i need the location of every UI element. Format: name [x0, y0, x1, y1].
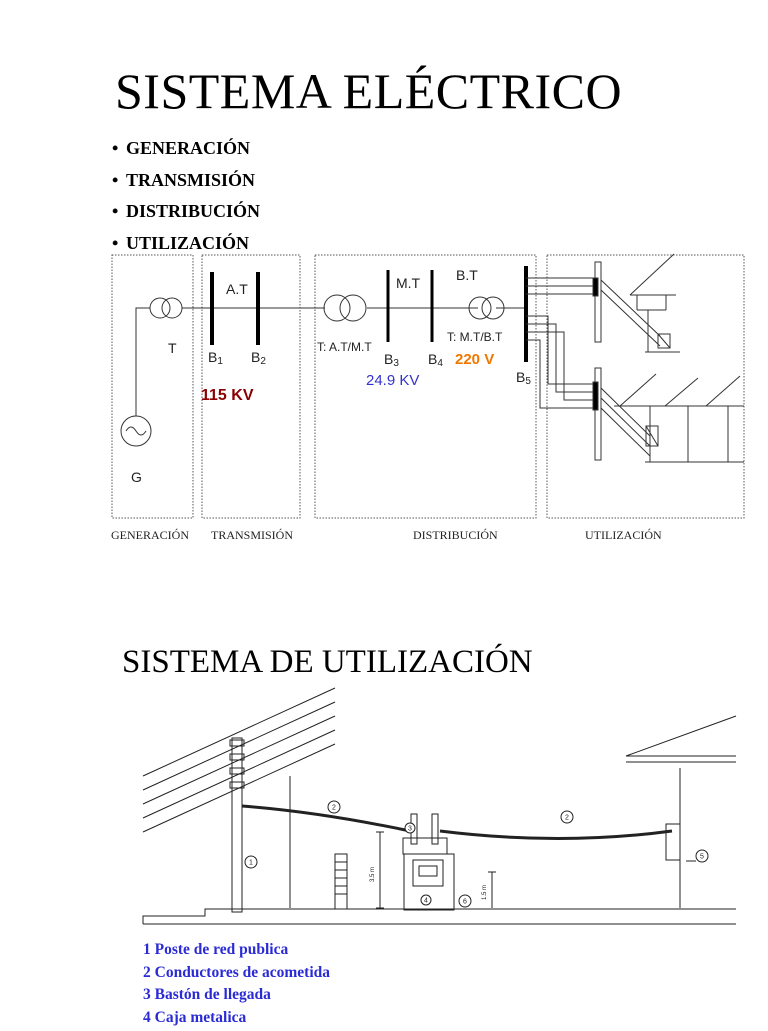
- kv249-label: 24.9 KV: [366, 372, 419, 389]
- section-label-transmision: TRANSMISIÓN: [211, 528, 293, 542]
- legend-item: 2 Conductores de acometida: [143, 963, 330, 981]
- dim-label: 3.5 m: [370, 867, 376, 882]
- bullet-list: •GENERACIÓN •TRANSMISIÓN •DISTRIBUCIÓN •…: [112, 136, 260, 262]
- utilization-box: [546, 254, 745, 519]
- section-label-generacion: GENERACIÓN: [111, 528, 189, 542]
- bt-label: B.T: [456, 267, 478, 283]
- callout-5: 5: [700, 854, 704, 861]
- dim-label: 1.5 m: [482, 885, 488, 900]
- distribution-box: [314, 254, 537, 519]
- t-mtbt-label: T: M.T/B.T: [447, 330, 503, 344]
- b4-label: B4: [428, 351, 443, 369]
- bullet-item: •DISTRIBUCIÓN: [112, 201, 261, 221]
- b2-label: B2: [251, 349, 266, 367]
- callout-4: 4: [424, 898, 428, 905]
- transmission-box: [201, 254, 301, 519]
- t-label: T: [168, 340, 177, 356]
- transformer-icon: [323, 294, 367, 322]
- bullet-item: •GENERACIÓN: [112, 138, 251, 158]
- at-label: A.T: [226, 281, 248, 297]
- electrical-system-diagram: A.T T B1 B2 115 KV G M.T B.T T: A.T/M.T …: [111, 253, 745, 542]
- b1-label: B1: [208, 349, 223, 367]
- t-atmt-label: T: A.T/M.T: [317, 340, 372, 354]
- utilization-system-drawing: 1 2 2 6 4 5 3 3.5 m 1.5 m: [142, 687, 737, 925]
- mt-label: M.T: [396, 275, 421, 291]
- callout-2b: 2: [565, 815, 569, 822]
- section-title: SISTEMA DE UTILIZACIÓN: [122, 644, 533, 680]
- public-pole: [231, 737, 243, 913]
- legend-list: 1 Poste de red publica 2 Conductores de …: [143, 940, 330, 1031]
- v220-label: 220 V: [455, 351, 494, 368]
- transformer-icon: [149, 297, 183, 319]
- page-title: SISTEMA ELÉCTRICO: [115, 63, 623, 119]
- generation-box: [111, 254, 194, 519]
- transformer-icon: [468, 296, 505, 320]
- callout-1: 1: [249, 860, 253, 867]
- b3-label: B3: [384, 351, 399, 369]
- kv115-label: 115 KV: [201, 387, 254, 404]
- callout-3: 3: [408, 826, 412, 833]
- legend-item: 1 Poste de red publica: [143, 941, 289, 958]
- legend-item: 3 Bastón de llegada: [143, 986, 271, 1004]
- callout-2: 2: [332, 805, 336, 812]
- g-label: G: [131, 469, 142, 485]
- bullet-item: •TRANSMISIÓN: [112, 169, 256, 190]
- callout-6: 6: [463, 899, 467, 906]
- bullet-item: •UTILIZACIÓN: [112, 232, 250, 253]
- generator-icon: [120, 415, 152, 447]
- section-label-distribucion: DISTRIBUCIÓN: [413, 528, 498, 542]
- meter-box: [403, 853, 455, 911]
- section-label-utilizacion: UTILIZACIÓN: [585, 528, 662, 542]
- legend-item: 4 Caja metalica: [143, 1009, 247, 1027]
- b5-label: B5: [516, 369, 531, 387]
